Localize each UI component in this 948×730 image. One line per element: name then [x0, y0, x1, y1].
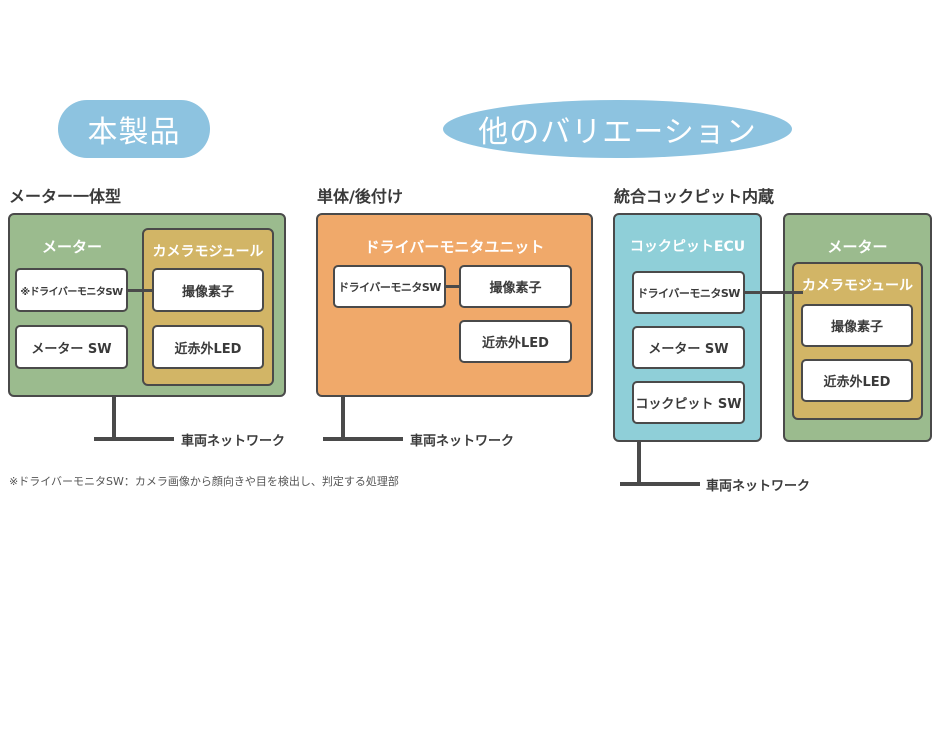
network-line-horizontal — [323, 437, 403, 441]
network-line-horizontal — [94, 437, 174, 441]
network-line-vertical — [341, 397, 345, 439]
footnote: ※ドライバーモニタSW：カメラ画像から顔向きや目を検出し、判定する処理部 — [9, 475, 399, 488]
integrated-heading: メーター一体型 — [9, 187, 122, 206]
connector-line — [444, 285, 462, 288]
vehicle-network-label: 車両ネットワーク — [410, 434, 515, 449]
cockpit-ecu-title: コックピットECU — [629, 239, 746, 255]
image-sensor-box: 撮像素子 — [459, 265, 572, 308]
this-product-pill: 本製品 — [58, 100, 210, 158]
image-sensor-box: 撮像素子 — [152, 268, 264, 312]
network-line-vertical — [637, 442, 641, 484]
meter-panel-title: メーター — [827, 238, 888, 256]
driver-monitor-sw-box: ドライバーモニタSW — [632, 271, 745, 314]
vehicle-network-label: 車両ネットワーク — [181, 434, 286, 449]
driver-monitor-sw-box: ドライバーモニタSW — [333, 265, 446, 308]
connector-line — [743, 291, 803, 294]
cockpit-sw-box: コックピット SW — [632, 381, 745, 424]
nir-led-box: 近赤外LED — [459, 320, 572, 363]
meter-sw-box: メーター SW — [632, 326, 745, 369]
camera-module-title: カメラモジュール — [801, 278, 914, 294]
driver-monitor-unit-title: ドライバーモニタユニット — [364, 238, 545, 256]
cockpit-heading: 統合コックピット内蔵 — [614, 187, 775, 206]
nir-led-box: 近赤外LED — [801, 359, 913, 402]
meter-panel-title: メーター — [41, 238, 102, 256]
connector-line — [126, 289, 154, 292]
nir-led-box: 近赤外LED — [152, 325, 264, 369]
driver-monitor-sw-box: ※ドライバーモニタSW — [15, 268, 128, 312]
standalone-heading: 単体/後付け — [317, 187, 403, 206]
camera-module-title: カメラモジュール — [152, 244, 264, 260]
vehicle-network-label: 車両ネットワーク — [706, 479, 811, 494]
other-variations-pill: 他のバリエーション — [443, 100, 792, 158]
image-sensor-box: 撮像素子 — [801, 304, 913, 347]
network-line-vertical — [112, 397, 116, 439]
meter-sw-box: メーター SW — [15, 325, 128, 369]
network-line-horizontal — [620, 482, 700, 486]
